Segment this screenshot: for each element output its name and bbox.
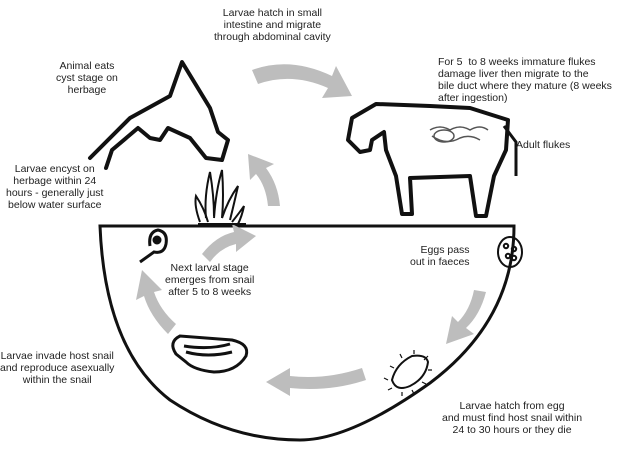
snail-icon — [173, 336, 247, 372]
label-animal-eats-cyst: Animal eats cyst stage on herbage — [56, 60, 118, 96]
label-larvae-invade-snail: Larvae invade host snail and reproduce a… — [0, 350, 114, 386]
label-next-larval-stage: Next larval stage emerges from snail aft… — [165, 262, 254, 298]
label-adult-flukes: Adult flukes — [516, 139, 570, 151]
label-larvae-encyst: Larvae encyst on herbage within 24 hours… — [6, 163, 103, 211]
cow-icon — [348, 104, 516, 216]
label-larvae-hatch-egg: Larvae hatch from egg and must find host… — [442, 400, 582, 436]
liver-flukes-icon — [430, 127, 488, 142]
miracidium-icon — [384, 350, 432, 396]
label-eggs-pass: Eggs pass out in faeces — [410, 244, 470, 268]
herbage-icon — [196, 170, 247, 224]
arrow-emerge-to-herbage — [202, 224, 256, 262]
arrow-to-liver — [252, 64, 352, 98]
arrow-hatch-to-snail — [266, 368, 366, 396]
label-larvae-hatch-intestine: Larvae hatch in small intestine and migr… — [214, 7, 331, 43]
label-immature-flukes: For 5 to 8 weeks immature flukes damage … — [438, 56, 612, 104]
cyst-stage-icon — [140, 230, 166, 262]
arrow-herbage-to-animal — [248, 154, 280, 206]
arrow-eggs-to-hatch — [446, 290, 486, 344]
